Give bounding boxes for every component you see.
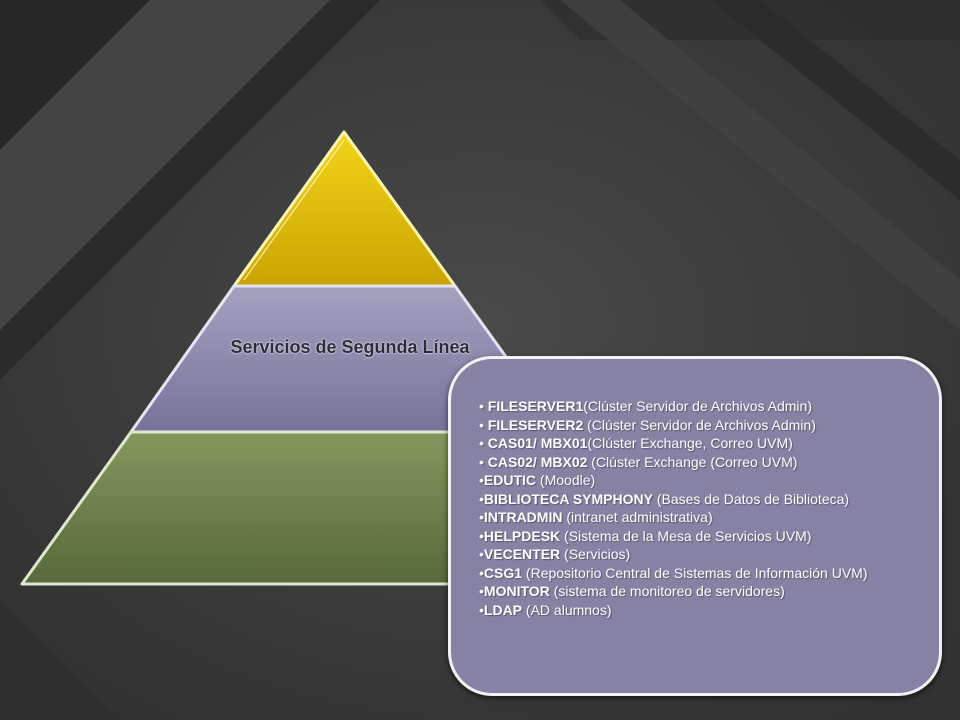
- list-item: • CAS02/ MBX02 (Clúster Exchange (Correo…: [479, 453, 798, 470]
- list-item: •EDUTIC (Moodle): [479, 472, 596, 488]
- list-item: • FILESERVER1(Clúster Servidor de Archiv…: [479, 398, 812, 414]
- list-item: • FILESERVER2 (Clúster Servidor de Archi…: [479, 416, 816, 433]
- list-item: •LDAP (AD alumnos): [479, 601, 612, 618]
- list-item: •INTRADMIN (intranet administrativa): [479, 509, 713, 525]
- server-list: • FILESERVER1(Clúster Servidor de Archiv…: [479, 397, 915, 619]
- list-item: • CAS01/ MBX01(Clúster Exchange, Correo …: [479, 435, 793, 451]
- list-item: •BIBLIOTECA SYMPHONY (Bases de Datos de …: [479, 490, 850, 507]
- list-item: •CSG1 (Repositorio Central de Sistemas d…: [479, 564, 868, 581]
- list-item: •MONITOR (sistema de monitoreo de servid…: [479, 583, 785, 599]
- list-item: •HELPDESK (Sistema de la Mesa de Servici…: [479, 527, 812, 544]
- pyramid-tier-top: [232, 130, 457, 288]
- tier-label-segunda-linea: Servicios de Segunda Línea: [230, 337, 470, 357]
- pyramid-highlight: [243, 139, 345, 281]
- list-item: •VECENTER (Servicios): [479, 546, 631, 562]
- callout-box: • FILESERVER1(Clúster Servidor de Archiv…: [448, 356, 942, 696]
